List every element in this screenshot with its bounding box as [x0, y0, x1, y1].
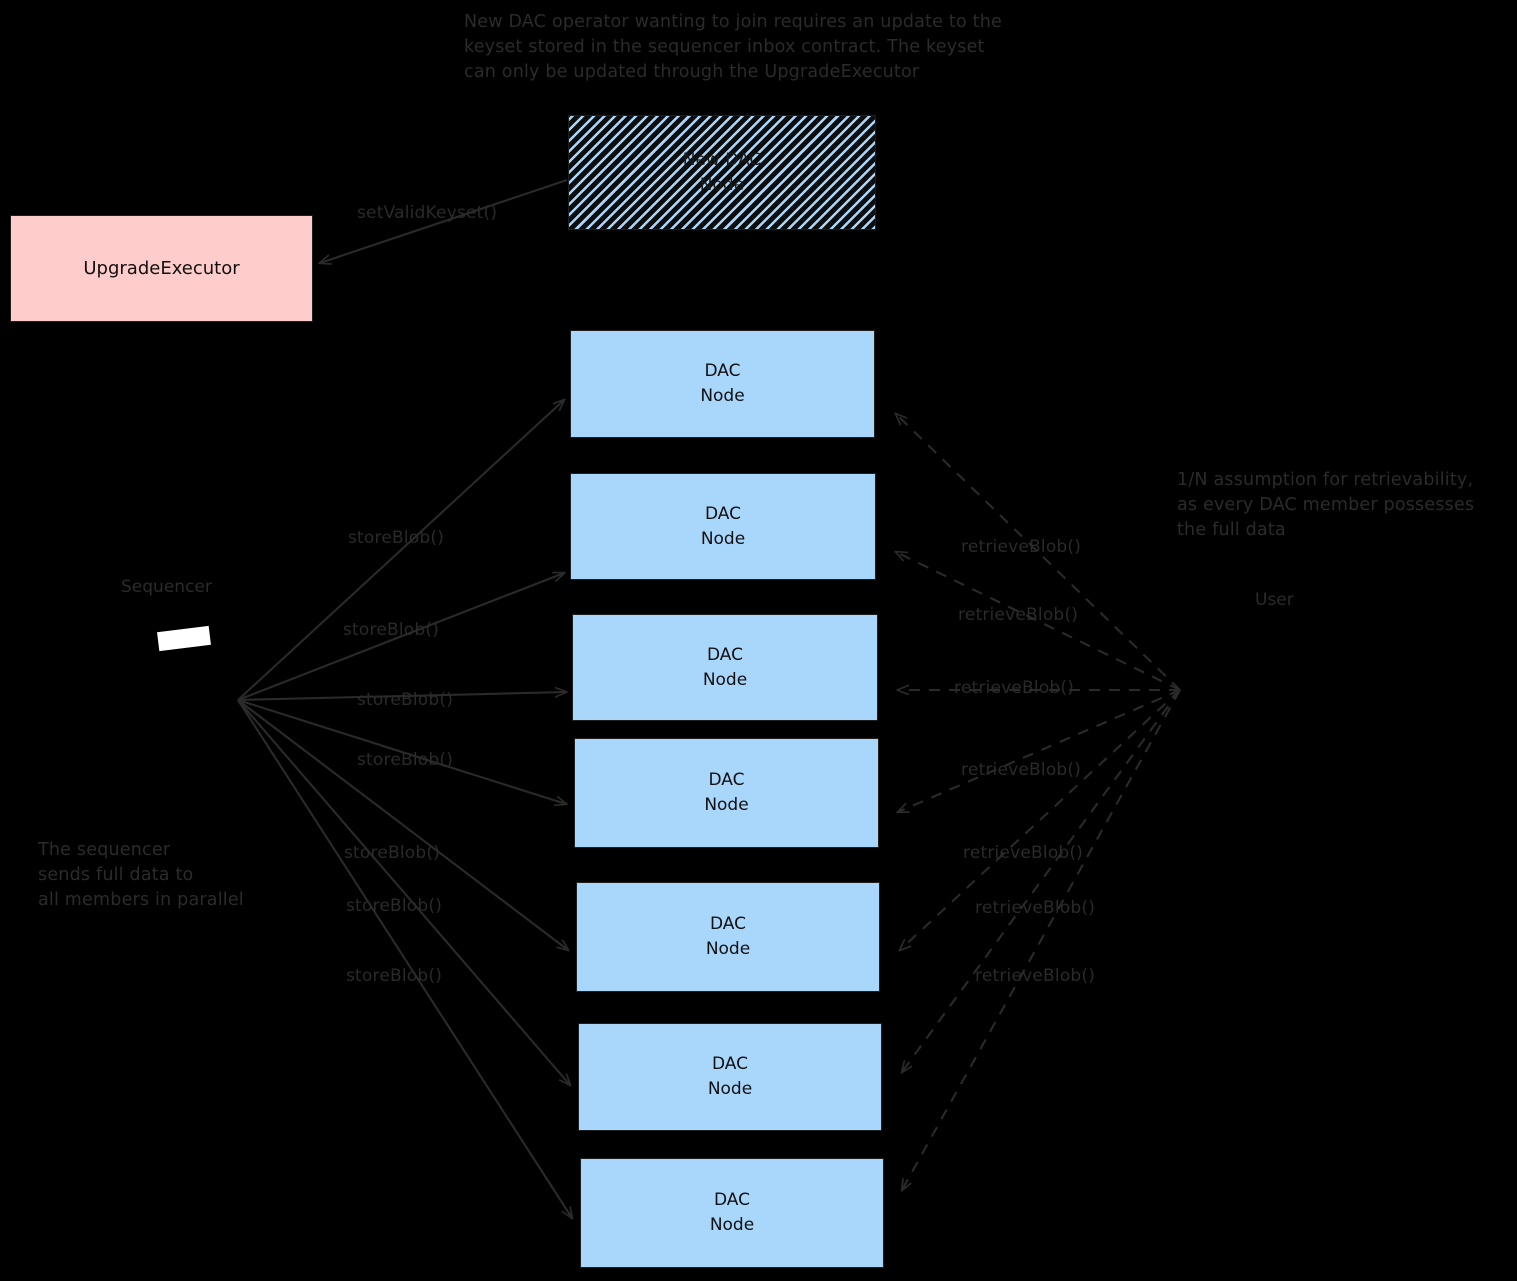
new-dac-node-label: New DAC Node	[682, 149, 762, 195]
edge-label-store-blob-2: storeBlob()	[343, 620, 440, 640]
upgrade-executor-label: UpgradeExecutor	[83, 258, 240, 279]
dac-node-box-1[interactable]: DAC Node	[570, 330, 875, 438]
dac-node-label: DAC Node	[709, 1190, 755, 1235]
new-dac-node-box[interactable]: New DAC Node	[568, 115, 876, 230]
dac-node-box-3[interactable]: DAC Node	[572, 614, 878, 721]
dac-node-label: DAC Node	[700, 361, 745, 406]
dac-node-label: DAC Node	[705, 914, 751, 959]
edge-retrieve-blob-group	[896, 414, 1181, 1190]
user-label: User	[1255, 590, 1294, 610]
edge-label-store-blob-7: storeBlob()	[346, 966, 443, 986]
dac-node-box-2[interactable]: DAC Node	[570, 473, 876, 580]
upgrade-executor-box[interactable]: UpgradeExecutor	[10, 215, 313, 322]
edge-label-retrieve-blob-5: retrieveBlob()	[963, 843, 1084, 863]
dac-node-box-4[interactable]: DAC Node	[574, 738, 879, 848]
retrievability-note: 1/N assumption for retrievability, as ev…	[1177, 470, 1475, 540]
edge-label-store-blob-3: storeBlob()	[357, 690, 454, 710]
dac-node-box-7[interactable]: DAC Node	[580, 1158, 884, 1268]
sequencer-note: The sequencer sends full data to all mem…	[38, 840, 244, 910]
edge-label-retrieve-blob-7: retrieveBlob()	[975, 966, 1096, 986]
dac-node-label: DAC Node	[707, 1054, 753, 1099]
edge-label-retrieve-blob-2: retrieveBlob()	[958, 605, 1079, 625]
sequencer-label: Sequencer	[121, 577, 212, 597]
edge-label-retrieve-blob-4: retrieveBlob()	[961, 760, 1082, 780]
dac-node-box-6[interactable]: DAC Node	[578, 1023, 882, 1131]
edge-label-store-blob-6: storeBlob()	[346, 896, 443, 916]
edge-label-store-blob-1: storeBlob()	[348, 528, 445, 548]
edge-label-store-blob-4: storeBlob()	[357, 750, 454, 770]
keyset-note: New DAC operator wanting to join require…	[464, 12, 1002, 82]
edge-store-blob-group	[237, 400, 572, 1218]
dac-node-box-5[interactable]: DAC Node	[576, 882, 880, 992]
dac-node-label: DAC Node	[704, 770, 749, 815]
dac-node-label: DAC Node	[702, 644, 748, 690]
sequencer-icon	[157, 625, 211, 652]
edge-label-retrieve-blob-3: retrieveBlob()	[954, 678, 1075, 698]
edge-label-retrieve-blob-6: retrieveBlob()	[975, 898, 1096, 918]
edge-label-set-valid-keyset: setValidKeyset()	[357, 203, 498, 223]
edge-label-store-blob-5: storeBlob()	[344, 843, 441, 863]
dac-node-label: DAC Node	[700, 503, 746, 549]
edge-label-retrieve-blob-1: retrieveBlob()	[961, 537, 1082, 557]
